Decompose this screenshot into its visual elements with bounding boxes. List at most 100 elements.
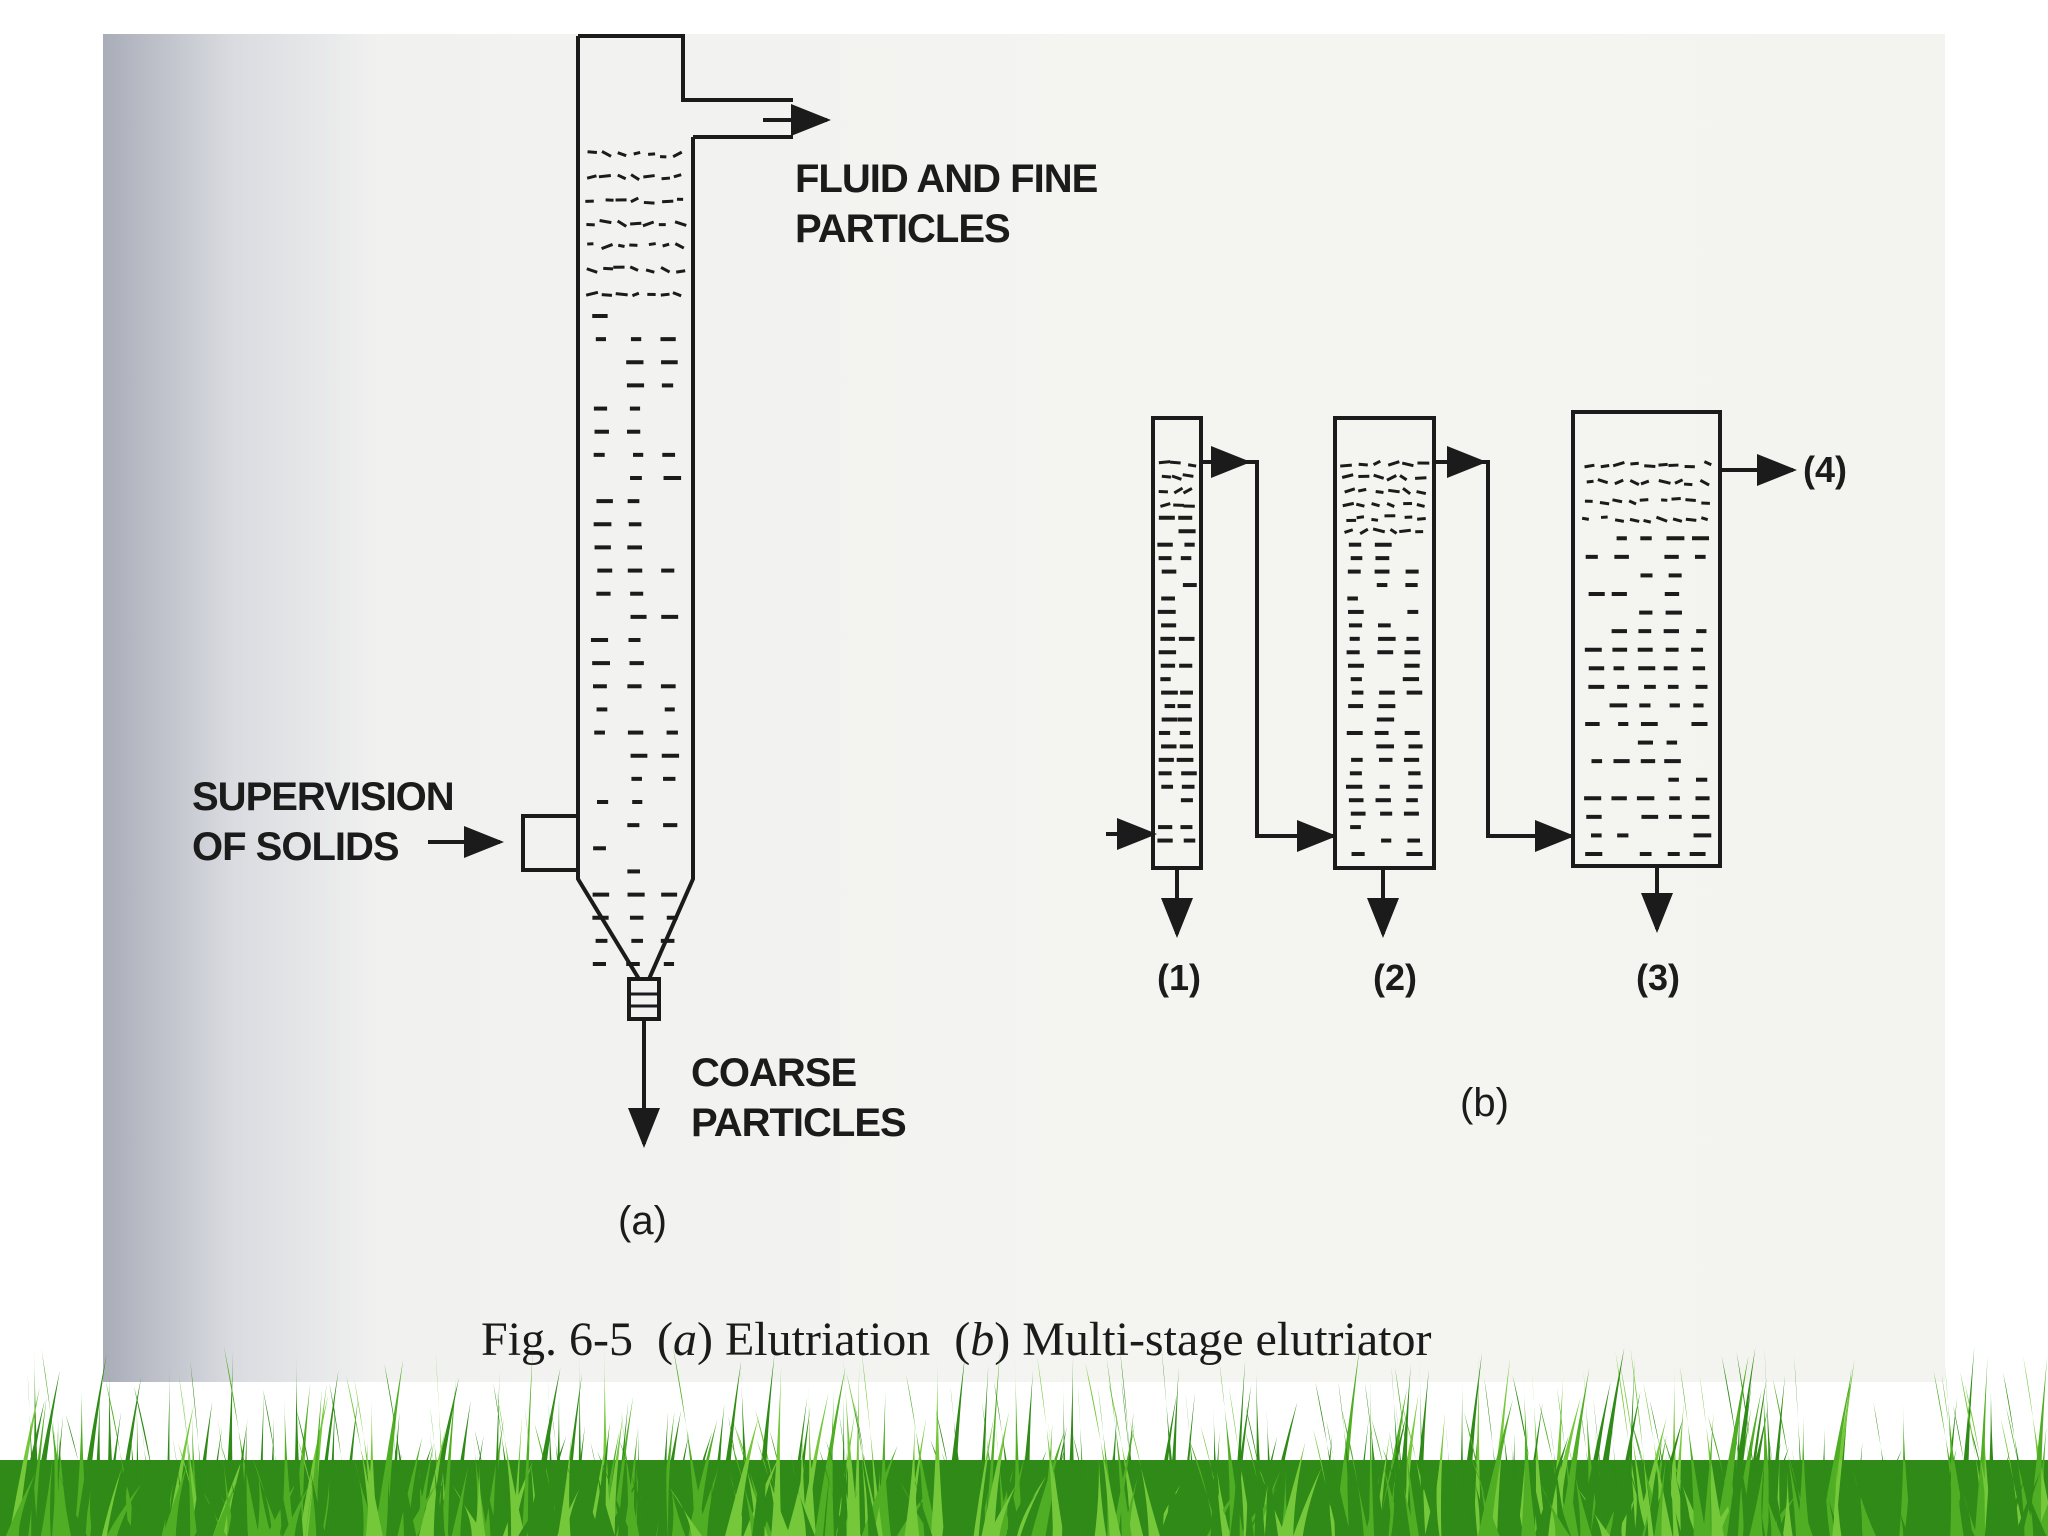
grass-blade bbox=[240, 1416, 248, 1536]
grass-blade bbox=[106, 1483, 142, 1536]
particle-dash bbox=[1629, 517, 1640, 523]
figure-caption: Fig. 6-5 (a) Elutriation (b) Multi-stage… bbox=[481, 1313, 1432, 1366]
grass-blade bbox=[1649, 1400, 1683, 1536]
particle-dash bbox=[1356, 515, 1365, 520]
grass-blade bbox=[40, 1457, 53, 1536]
grass-blade bbox=[565, 1463, 597, 1536]
grass-blade bbox=[1982, 1404, 1994, 1536]
grass-blade bbox=[1797, 1415, 1810, 1536]
grass-blade bbox=[1788, 1455, 1813, 1536]
grass-blade bbox=[669, 1487, 703, 1536]
particle-dash bbox=[1416, 503, 1425, 508]
grass-blade bbox=[1389, 1430, 1407, 1536]
grass-blade bbox=[1473, 1354, 1482, 1536]
grass-blade bbox=[417, 1452, 427, 1536]
grass-blade bbox=[1956, 1346, 1975, 1536]
grass-blade bbox=[1534, 1435, 1569, 1536]
particle-dash bbox=[674, 242, 685, 250]
particle-dash bbox=[599, 218, 612, 225]
particle-dash bbox=[1630, 461, 1639, 466]
grass-blade bbox=[1933, 1448, 1957, 1536]
particle-dash bbox=[1655, 515, 1668, 523]
grass-blade bbox=[1578, 1381, 1611, 1536]
grass-blade bbox=[786, 1462, 805, 1536]
particle-dash bbox=[1699, 478, 1710, 487]
grass-blade bbox=[756, 1438, 791, 1536]
pipe-1-2 bbox=[1201, 460, 1335, 838]
grass-blade bbox=[1610, 1463, 1640, 1536]
particle-dash bbox=[672, 150, 683, 159]
grass-blade bbox=[297, 1437, 325, 1536]
grass-blade bbox=[620, 1407, 640, 1536]
grass-blade bbox=[618, 1439, 656, 1536]
particle-dash bbox=[1586, 479, 1594, 484]
grass-blade bbox=[58, 1473, 88, 1536]
grass-blade bbox=[1016, 1370, 1034, 1536]
grass-blade bbox=[941, 1452, 971, 1536]
grass-blade bbox=[1539, 1482, 1570, 1536]
particle-dash bbox=[633, 150, 641, 156]
particle-dash bbox=[615, 292, 628, 297]
grass-blade bbox=[1532, 1373, 1547, 1536]
grass-blade bbox=[302, 1433, 323, 1536]
grass-blade bbox=[141, 1423, 158, 1536]
caption-prefix: Fig. 6-5 bbox=[481, 1313, 634, 1366]
grass-blade bbox=[825, 1440, 859, 1536]
particle-dash bbox=[1341, 473, 1354, 479]
grass-blade bbox=[846, 1373, 882, 1536]
grass-blade bbox=[1045, 1426, 1067, 1536]
grass-blade bbox=[2000, 1418, 2026, 1536]
particle-dash bbox=[598, 174, 611, 179]
particle-dash bbox=[1414, 476, 1427, 480]
grass-blade bbox=[790, 1451, 806, 1536]
grass-blade bbox=[1203, 1454, 1219, 1536]
grass-blade bbox=[1556, 1388, 1579, 1536]
grass-blade bbox=[56, 1407, 70, 1536]
particle-dash bbox=[1402, 487, 1412, 496]
grass-blade bbox=[436, 1460, 445, 1536]
grass-blade bbox=[223, 1346, 260, 1536]
grass-blade bbox=[904, 1423, 920, 1536]
particle-dash bbox=[630, 196, 639, 204]
stage-particles bbox=[1157, 459, 1712, 856]
grass-blade bbox=[1615, 1494, 1637, 1536]
grass-blade bbox=[1849, 1442, 1863, 1536]
grass-blade bbox=[1368, 1359, 1375, 1536]
grass-blade bbox=[1369, 1403, 1385, 1536]
grass-blade bbox=[386, 1468, 394, 1536]
grass-blade bbox=[1609, 1397, 1622, 1536]
grass-blade bbox=[212, 1452, 245, 1536]
grass-blade bbox=[771, 1363, 782, 1536]
final-outlet-label: (4) bbox=[1803, 449, 1847, 490]
grass-blade bbox=[291, 1354, 304, 1536]
grass-blade bbox=[1075, 1495, 1100, 1536]
grass-blade bbox=[1094, 1450, 1107, 1536]
particle-dash bbox=[1639, 498, 1649, 502]
grass-blade bbox=[1960, 1371, 1991, 1536]
grass-blade bbox=[1620, 1365, 1651, 1536]
grass-blade bbox=[2005, 1406, 2036, 1536]
grass-blade bbox=[391, 1400, 404, 1536]
particle-dash bbox=[1373, 473, 1385, 480]
grass-blade bbox=[1121, 1379, 1139, 1536]
sublabel-b: (b) bbox=[1460, 1081, 1509, 1125]
stage-2-label: (2) bbox=[1373, 957, 1417, 998]
grass-blade bbox=[1210, 1406, 1223, 1536]
grass-blade bbox=[736, 1429, 773, 1536]
grass-blade bbox=[1188, 1438, 1221, 1536]
grass-blade bbox=[1643, 1383, 1673, 1536]
grass-blade bbox=[1951, 1481, 1975, 1536]
grass-blade bbox=[636, 1419, 642, 1536]
grass-blade bbox=[1338, 1381, 1360, 1536]
grass-blade bbox=[790, 1469, 815, 1536]
particle-dash bbox=[1386, 502, 1395, 508]
coarse-label-line1: COARSE bbox=[691, 1051, 856, 1095]
grass-blade bbox=[569, 1425, 585, 1536]
grass-blade bbox=[755, 1408, 787, 1536]
grass-blade bbox=[474, 1458, 486, 1536]
grass-blade bbox=[90, 1390, 104, 1536]
particle-dash bbox=[1344, 487, 1356, 494]
grass-blade bbox=[577, 1349, 584, 1536]
grass-blade bbox=[1764, 1346, 1777, 1536]
caption-part-a-letter: a bbox=[673, 1313, 697, 1366]
